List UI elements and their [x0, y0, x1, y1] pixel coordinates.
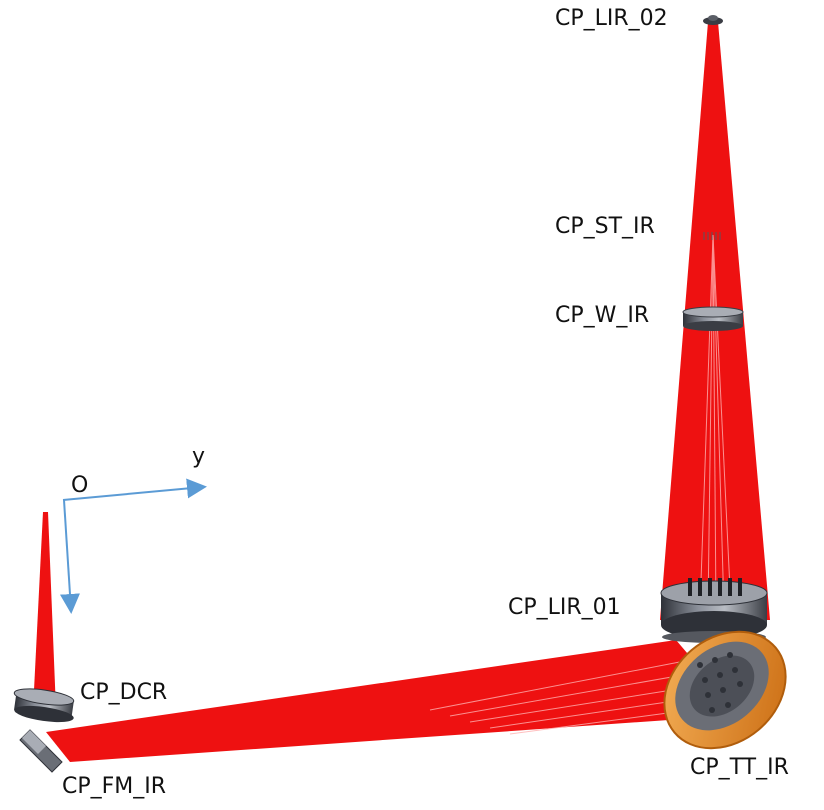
- fm-ir-mirror: [19, 729, 63, 773]
- y-axis-arrow: [62, 478, 207, 501]
- origin-label: O: [71, 473, 89, 498]
- dcr-optic: [13, 688, 75, 723]
- label-cp-lir-02: CP_LIR_02: [555, 6, 668, 31]
- label-cp-fm-ir: CP_FM_IR: [62, 774, 167, 799]
- lir-02-optic: [703, 15, 723, 25]
- st-ir-stop: [703, 232, 721, 240]
- tt-ir-turntable: [663, 630, 787, 750]
- y-axis-label: y: [192, 444, 206, 469]
- label-cp-dcr: CP_DCR: [80, 680, 168, 705]
- left-beam: [33, 512, 56, 710]
- label-cp-w-ir: CP_W_IR: [555, 303, 650, 328]
- label-cp-lir-01: CP_LIR_01: [508, 595, 621, 620]
- label-cp-tt-ir: CP_TT_IR: [690, 755, 789, 780]
- lir-01-lens: [660, 578, 768, 643]
- w-ir-window: [682, 306, 744, 331]
- coordinate-axes: [60, 478, 207, 614]
- label-cp-st-ir: CP_ST_IR: [555, 214, 655, 239]
- down-axis-arrow: [60, 499, 80, 614]
